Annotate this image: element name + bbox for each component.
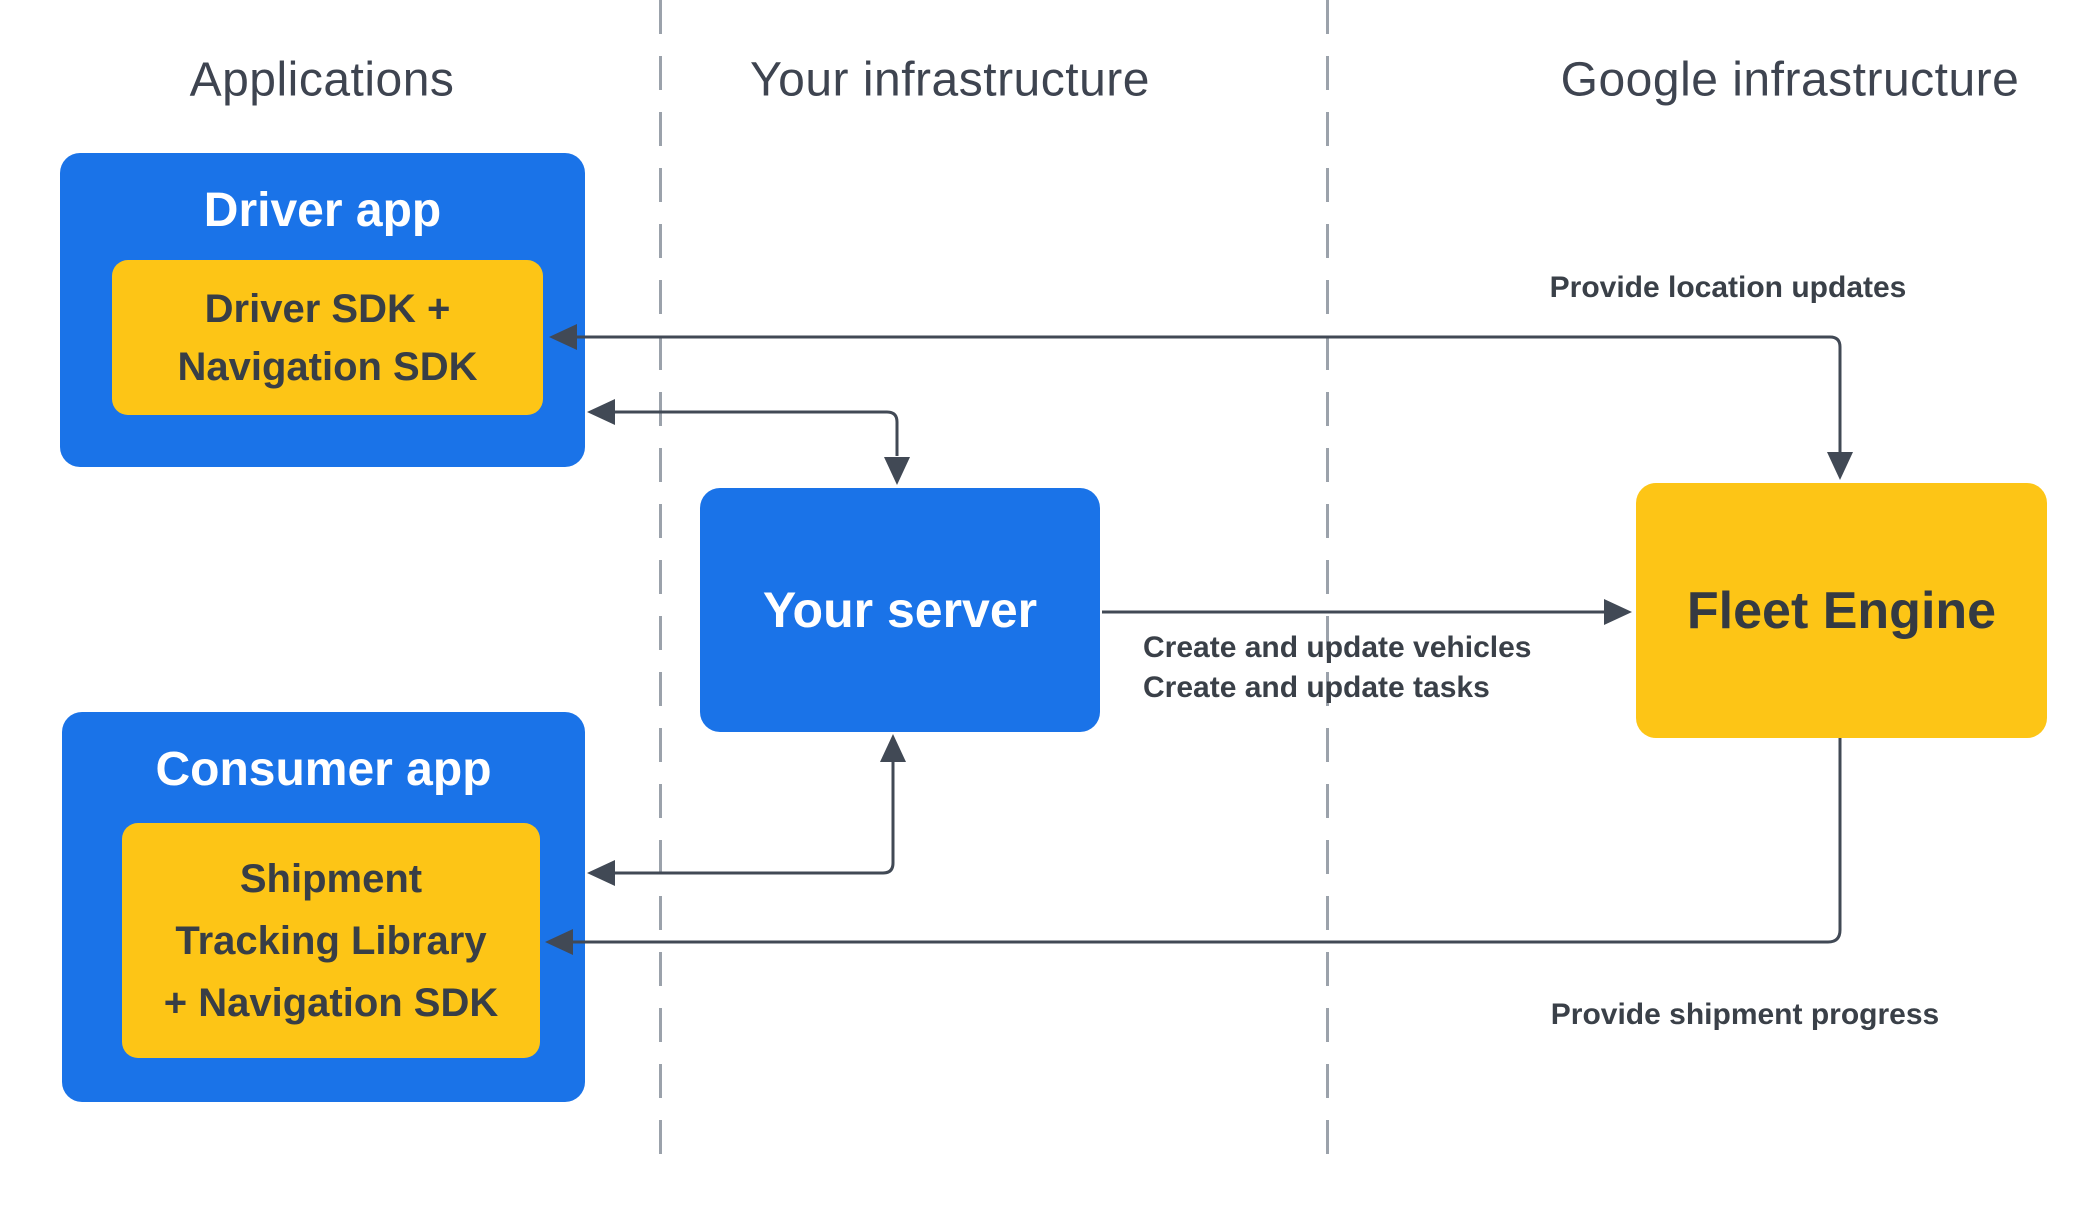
arrowhead-down-icon — [1827, 452, 1853, 480]
column-header-applications: Applications — [189, 53, 455, 107]
arrow-your-server-fleet-engine — [1102, 599, 1632, 625]
driver-sdk-box: Driver SDK + Navigation SDK — [112, 260, 543, 415]
shipment-tracking-label-line: Tracking Library — [175, 918, 487, 963]
label-provide-shipment-progress: Provide shipment progress — [1550, 998, 1940, 1031]
arrowhead-right-icon — [1604, 599, 1632, 625]
label-provide-location-updates: Provide location updates — [1549, 271, 1907, 304]
driver-app-node: Driver app Driver SDK + Navigation SDK — [60, 153, 585, 467]
arrow-line — [577, 335, 1842, 452]
arrow-driver-sdk-fleet-engine — [549, 324, 1853, 480]
arrow-line — [573, 738, 1842, 944]
driver-sdk-label-line: Navigation SDK — [177, 344, 478, 389]
label-create-and-update: Create and update vehicles Create and up… — [1143, 628, 1531, 708]
shipment-tracking-label-line: + Navigation SDK — [163, 980, 499, 1025]
driver-sdk-label-line: Driver SDK + — [204, 286, 451, 331]
arrow-driver-app-your-server — [587, 399, 910, 485]
shipment-tracking-label-line: Shipment — [239, 856, 423, 901]
fleet-engine-title: Fleet Engine — [1686, 581, 1997, 640]
fleet-engine-node: Fleet Engine — [1636, 483, 2047, 738]
driver-app-title: Driver app — [203, 184, 442, 237]
label-create-and-update-tasks: Create and update tasks — [1143, 671, 1490, 704]
arrowhead-up-icon — [880, 734, 906, 762]
column-header-your-infrastructure: Your infrastructure — [750, 53, 1150, 107]
column-divider-your-infrastructure — [659, 0, 662, 1162]
arrowhead-down-icon — [884, 457, 910, 485]
arrowhead-left-icon — [587, 860, 615, 886]
arrow-your-server-consumer-app — [587, 734, 906, 886]
arrow-line — [615, 761, 895, 875]
arrow-fleet-engine-shipment-tracking — [545, 738, 1842, 955]
your-server-node: Your server — [700, 488, 1100, 732]
shipment-tracking-box: Shipment Tracking Library + Navigation S… — [122, 823, 540, 1058]
consumer-app-title: Consumer app — [155, 743, 492, 796]
column-divider-google-infrastructure — [1326, 0, 1329, 1162]
label-create-and-update-vehicles: Create and update vehicles — [1143, 631, 1532, 664]
consumer-app-node: Consumer app Shipment Tracking Library +… — [62, 712, 585, 1102]
column-header-google-infrastructure: Google infrastructure — [1560, 53, 2020, 107]
arrow-line — [615, 410, 899, 456]
your-server-title: Your server — [762, 582, 1038, 638]
arrowhead-left-icon — [587, 399, 615, 425]
